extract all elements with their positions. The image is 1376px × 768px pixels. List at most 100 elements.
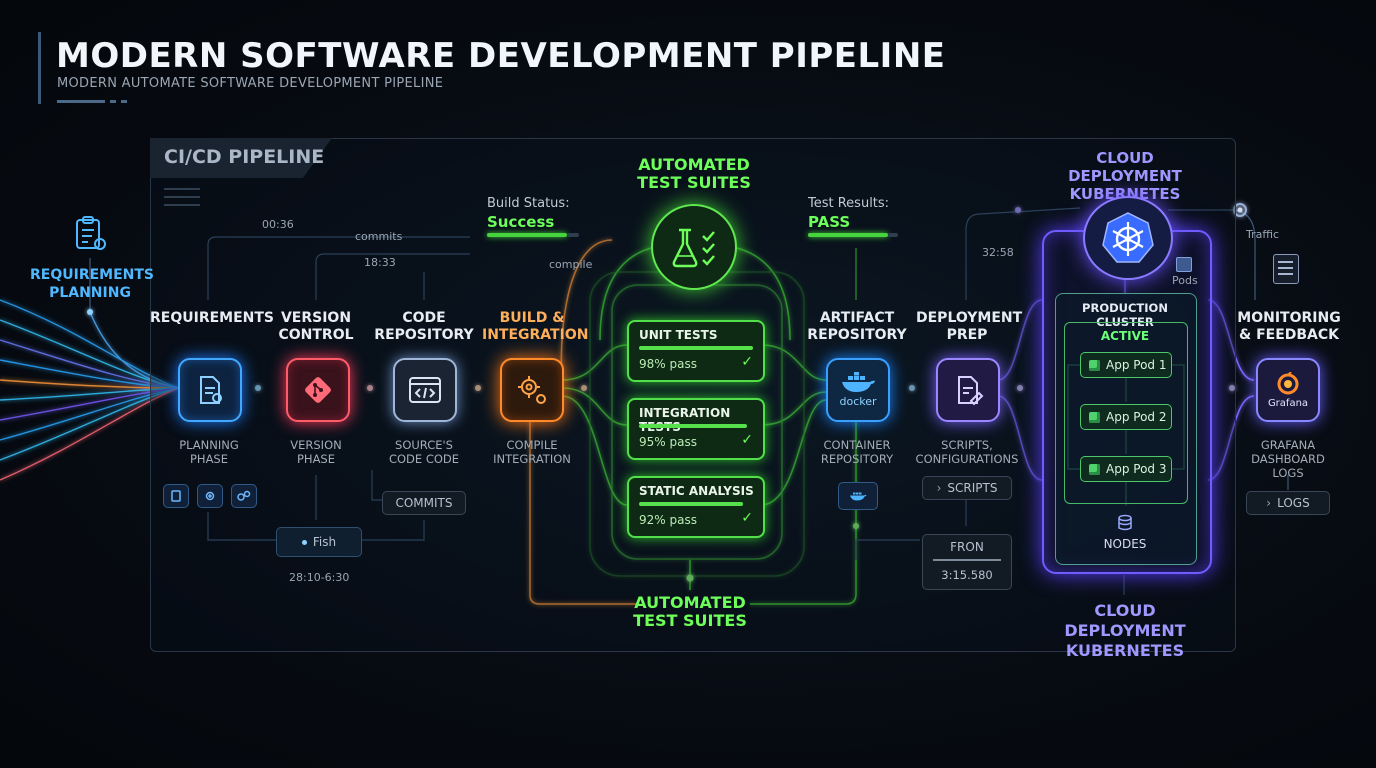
kubernetes-helm-icon [1102, 212, 1154, 263]
time-annotation-mid: 18:33 [364, 256, 396, 269]
build-status-bar-track [567, 233, 579, 237]
flask-node[interactable] [651, 204, 737, 290]
requirements-node[interactable] [178, 358, 242, 422]
database-icon [1116, 514, 1134, 532]
scripts-chip[interactable]: › SCRIPTS [922, 476, 1012, 500]
version-control-node[interactable] [286, 358, 350, 422]
integration-tests-bar [639, 424, 747, 428]
test-results-bar [808, 233, 888, 237]
logs-chip[interactable]: › LOGS [1246, 491, 1330, 515]
commits-annotation: commits [355, 230, 403, 243]
flow-dots [87, 203, 1247, 582]
build-status-value: Success [487, 213, 555, 231]
flask-check-icon [672, 228, 715, 268]
compile-annotation: compile [549, 258, 593, 271]
grafana-icon-text: Grafana [1267, 397, 1309, 409]
grafana-node[interactable]: Grafana [1256, 358, 1320, 422]
chevron-icon: › [1266, 496, 1272, 510]
check-icon: ✓ [741, 354, 753, 370]
test-results-bar-track [888, 233, 898, 237]
check-icon: ✓ [741, 432, 753, 448]
deploy-panel-title: FRON [950, 540, 984, 554]
deployment-prep-node[interactable] [936, 358, 1000, 422]
build-status-bar [487, 233, 567, 237]
app-pod-1[interactable]: App Pod 1 [1080, 352, 1172, 378]
gears-icon [518, 376, 546, 404]
test-network [560, 239, 827, 577]
title-dash [57, 100, 105, 103]
pods-annotation: Pods [1172, 274, 1198, 287]
fiber-fan [0, 299, 179, 481]
static-analysis-bar [639, 502, 743, 506]
docker-icon-text: docker [839, 395, 877, 408]
pod-cube-icon [1089, 463, 1100, 475]
pod-cube-icon [1089, 411, 1100, 423]
title-accent-bar [38, 32, 41, 104]
deploy-panel-bar [933, 559, 1001, 561]
time-annotation-top: 00:36 [262, 218, 294, 231]
artifact-node[interactable]: docker [826, 358, 890, 422]
gear-mini-icon[interactable] [197, 484, 223, 508]
pod-cube-icon [1089, 359, 1100, 371]
gears-mini-icon[interactable] [231, 484, 257, 508]
annotation-lines [89, 207, 1289, 595]
active-group [1064, 322, 1188, 504]
commits-chip[interactable]: COMMITS [382, 491, 466, 515]
docker-mini-icon[interactable] [838, 482, 878, 510]
build-status-label: Build Status: [487, 196, 570, 211]
traffic-server-icon [1273, 254, 1299, 284]
git-icon [305, 377, 331, 403]
traffic-annotation: Traffic [1246, 228, 1280, 241]
requirements-title: REQUIREMENTS [150, 310, 275, 326]
build-title: BUILD &INTEGRATION [482, 310, 589, 343]
title-dash-dot [110, 100, 116, 103]
kubernetes-node[interactable] [1083, 196, 1173, 280]
title-dash-dot [121, 100, 127, 103]
deployment-prep-sub: SCRIPTS,CONFIGURATIONS [915, 438, 1019, 466]
nodes-label: NODES [1103, 537, 1147, 551]
app-pod-3[interactable]: App Pod 3 [1080, 456, 1172, 482]
page-title: MODERN SOFTWARE DEVELOPMENT PIPELINE [56, 36, 946, 76]
pods-icon [1176, 257, 1192, 272]
requirements-planning-label: REQUIREMENTS PLANNING [30, 267, 155, 301]
fish-chip[interactable]: Fish [276, 527, 362, 557]
script-edit-icon [958, 376, 984, 406]
unit-tests-card[interactable]: UNIT TESTS 98% pass ✓ [627, 320, 765, 382]
grafana-swirl-icon [1277, 371, 1299, 394]
cicd-frame-label: CI/CD PIPELINE [164, 146, 325, 168]
doc-mini-icon[interactable] [163, 484, 189, 508]
app-pod-2[interactable]: App Pod 2 [1080, 404, 1172, 430]
deploy-panel: FRON 3:15.580 [922, 534, 1012, 590]
monitoring-title: MONITORING& FEEDBACK [1237, 310, 1341, 343]
docker-whale-icon [842, 372, 875, 392]
unit-tests-bar [639, 346, 753, 350]
test-results-label: Test Results: [808, 196, 890, 211]
static-analysis-card[interactable]: STATIC ANALYSIS 92% pass ✓ [627, 476, 765, 538]
kube-links [997, 278, 1255, 481]
document-gear-icon [200, 376, 222, 404]
integration-tests-card[interactable]: INTEGRATION TESTS 95% pass ✓ [627, 398, 765, 460]
build-node[interactable] [500, 358, 564, 422]
active-label: ACTIVE [1100, 329, 1150, 343]
production-cluster-title: PRODUCTION CLUSTER [1082, 301, 1168, 329]
code-repository-node[interactable] [393, 358, 457, 422]
chevron-icon: › [936, 481, 942, 495]
clipboard-icon [70, 214, 110, 254]
code-window-icon [409, 377, 441, 403]
test-results-value: PASS [808, 213, 851, 231]
